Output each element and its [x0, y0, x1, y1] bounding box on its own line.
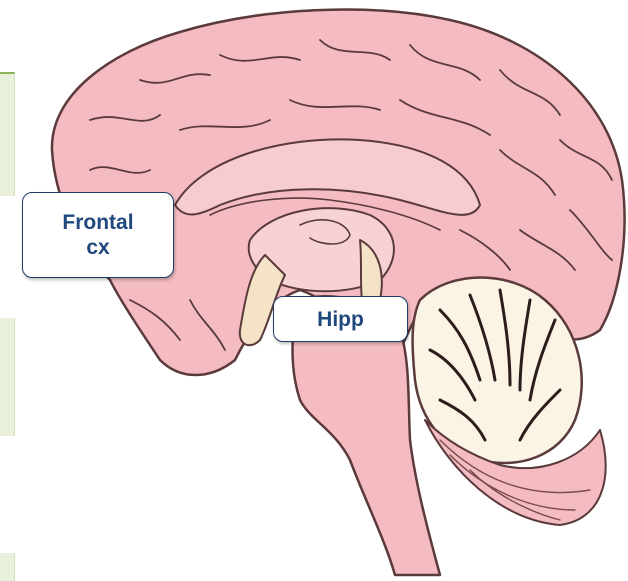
frontal-label-line2: cx [86, 235, 109, 260]
hippocampus-label-text: Hipp [317, 307, 364, 332]
frontal-label-line1: Frontal [62, 210, 133, 235]
hippocampus-label: Hipp [273, 296, 408, 342]
frontal-cortex-label: Frontal cx [22, 192, 174, 278]
